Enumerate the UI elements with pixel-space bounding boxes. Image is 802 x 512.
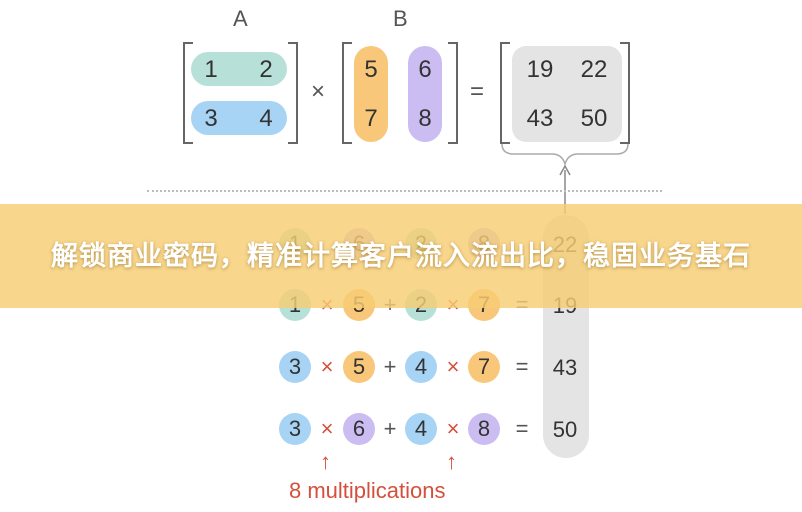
matrix-c-cell: 43 xyxy=(526,105,554,132)
operand-circle: 8 xyxy=(468,413,500,445)
matrix-b-cell: 8 xyxy=(418,105,432,132)
matrix-b-col2-pill xyxy=(408,46,442,142)
matrix-a-cell: 1 xyxy=(204,56,218,83)
matrix-c-right-bracket xyxy=(620,42,630,144)
matrix-c-background xyxy=(512,46,622,142)
operand-circle: 3 xyxy=(279,413,311,445)
multiply-sign: × xyxy=(446,354,460,379)
matrix-a-cell: 2 xyxy=(259,56,273,83)
matrix-a-label: A xyxy=(233,6,248,31)
multiplications-footnote: 8 multiplications xyxy=(289,478,446,503)
matrix-b-cell: 7 xyxy=(364,105,378,132)
plus-sign: + xyxy=(383,354,397,379)
row-result: 43 xyxy=(552,355,578,380)
operand-circle: 4 xyxy=(405,351,437,383)
operand-circle: 5 xyxy=(343,351,375,383)
arrow-up-icon: ↑ xyxy=(320,449,331,474)
multiply-sign: × xyxy=(446,416,460,441)
matrix-b-left-bracket xyxy=(342,42,352,144)
headline-banner: 解锁商业密码，精准计算客户流入流出比，稳固业务基石 xyxy=(0,204,802,308)
result-brace xyxy=(501,143,629,167)
matrix-c-cell: 50 xyxy=(580,105,608,132)
times-operator: × xyxy=(311,78,326,105)
equals-operator: = xyxy=(470,78,485,105)
operand-circle: 4 xyxy=(405,413,437,445)
matrix-b-label: B xyxy=(393,6,408,31)
matrix-a-cell: 3 xyxy=(204,105,218,132)
multiply-sign: × xyxy=(320,416,334,441)
matrix-c-cell: 19 xyxy=(526,56,554,83)
matrix-a-left-bracket xyxy=(183,42,193,144)
divider-dotted xyxy=(147,190,662,192)
equals-sign: = xyxy=(515,354,529,379)
headline-text: 解锁商业密码，精准计算客户流入流出比，稳固业务基石 xyxy=(51,241,751,271)
multiply-sign: × xyxy=(320,354,334,379)
matrix-a-row1-pill xyxy=(191,52,287,86)
matrix-b-cell: 6 xyxy=(418,56,432,83)
plus-sign: + xyxy=(383,416,397,441)
matrix-a-right-bracket xyxy=(288,42,298,144)
operand-circle: 6 xyxy=(343,413,375,445)
matrix-c-cell: 22 xyxy=(580,56,608,83)
equals-sign: = xyxy=(515,416,529,441)
arrow-up-icon: ↑ xyxy=(446,449,457,474)
operand-circle: 3 xyxy=(279,351,311,383)
row-result: 50 xyxy=(552,417,578,442)
operand-circle: 7 xyxy=(468,351,500,383)
matrix-c-left-bracket xyxy=(500,42,510,144)
matrix-b-cell: 5 xyxy=(364,56,378,83)
matrix-a-row2-pill xyxy=(191,101,287,135)
matrix-a-cell: 4 xyxy=(259,105,273,132)
matrix-b-right-bracket xyxy=(448,42,458,144)
matrix-b-col1-pill xyxy=(354,46,388,142)
